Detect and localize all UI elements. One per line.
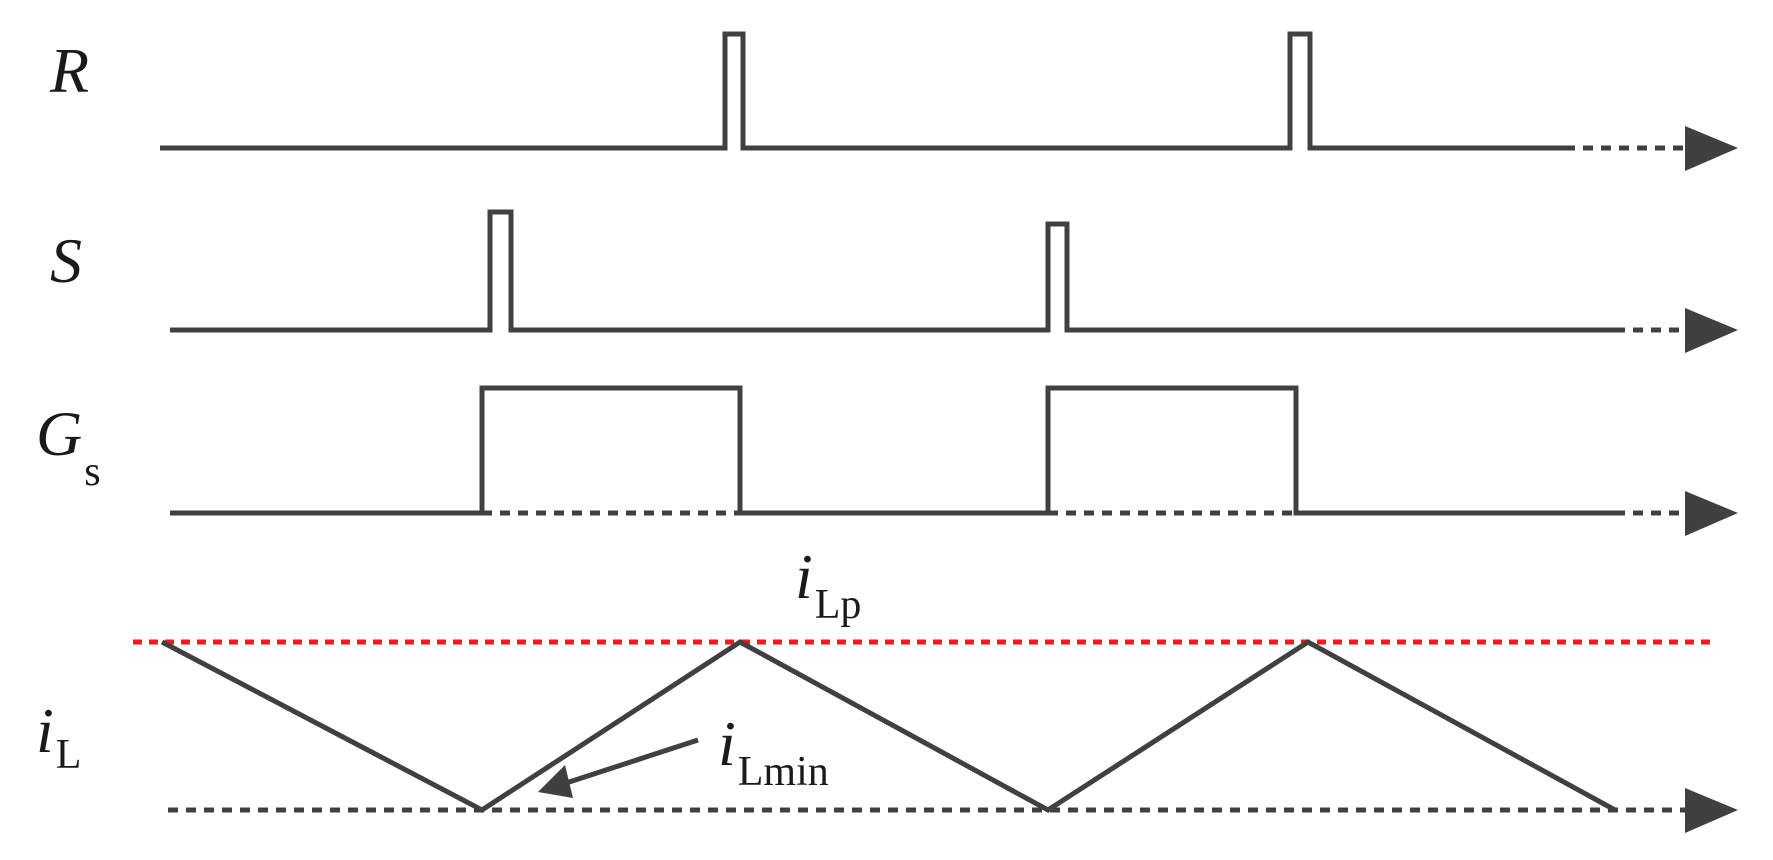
il-label-main: i bbox=[36, 695, 54, 766]
ilmin-pointer-line bbox=[559, 737, 699, 788]
ilmin-label-sub: Lmin bbox=[738, 749, 829, 795]
ilmin-label: iLmin bbox=[718, 708, 829, 795]
gs-time-arrow bbox=[1685, 491, 1738, 536]
ilp-label-sub: Lp bbox=[815, 582, 862, 628]
il-current-trace bbox=[160, 639, 1617, 813]
r-time-arrow bbox=[1685, 126, 1738, 171]
gs-signal-trace-1 bbox=[170, 385, 1615, 516]
gs-label-sub: s bbox=[84, 449, 100, 495]
r-signal-label: R bbox=[49, 35, 89, 106]
gs-label-main: G bbox=[36, 398, 82, 469]
s-signal-label: S bbox=[50, 225, 82, 296]
il-signal-label: iL bbox=[36, 695, 81, 778]
r-signal-trace bbox=[160, 31, 1565, 151]
s-signal-trace bbox=[170, 209, 1615, 333]
il-label-sub: L bbox=[56, 732, 82, 778]
ilp-label-main: i bbox=[795, 541, 813, 612]
ilp-label: iLp bbox=[795, 541, 861, 628]
ilmin-pointer-arrowhead bbox=[538, 765, 573, 798]
il-time-arrow bbox=[1685, 788, 1738, 833]
gs-signal-label: Gs bbox=[36, 398, 101, 495]
s-time-arrow bbox=[1685, 308, 1738, 353]
ilmin-label-main: i bbox=[718, 708, 736, 779]
